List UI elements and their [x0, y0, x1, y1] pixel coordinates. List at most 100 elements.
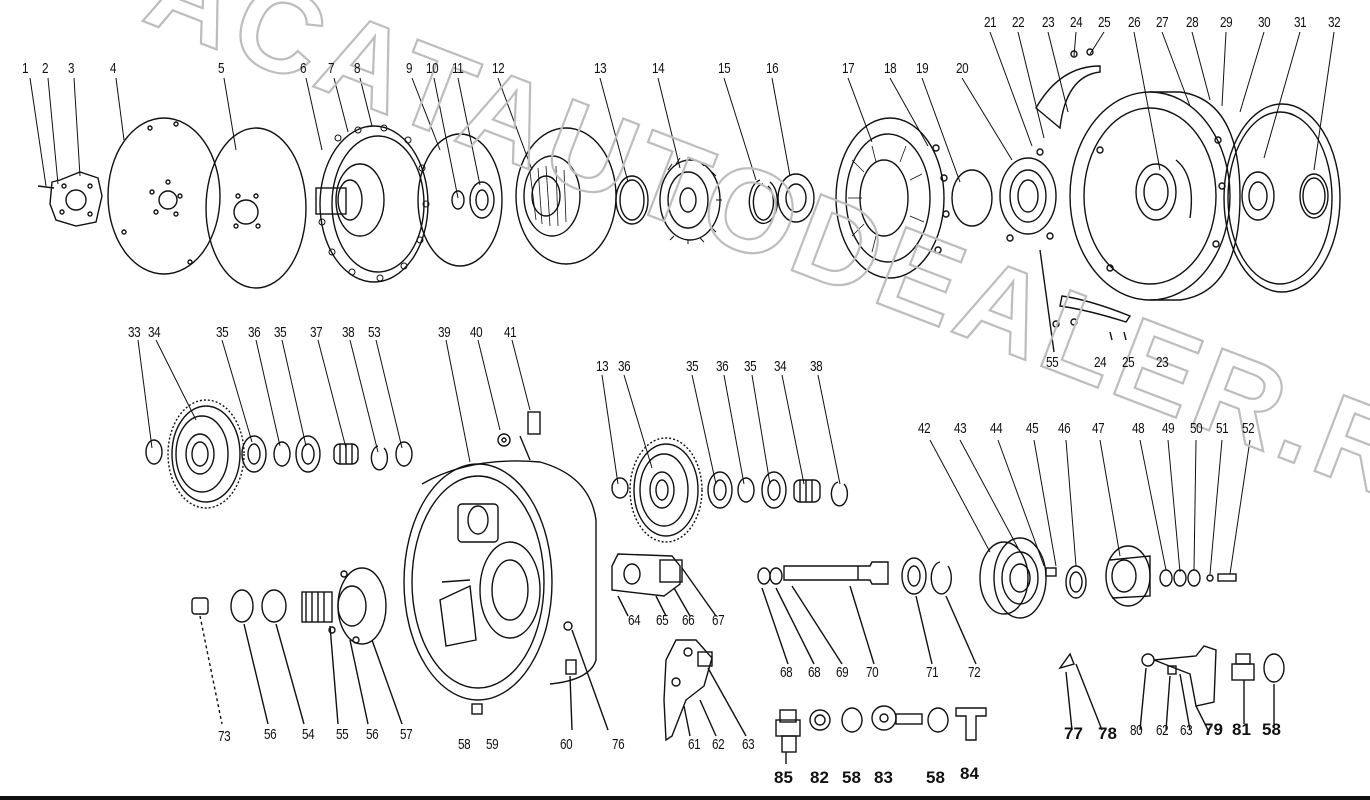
part-fittings-82-85	[775, 705, 987, 764]
callout-label-c1: 1	[22, 60, 29, 77]
part-misc-77-81	[1058, 645, 1285, 731]
part-flange-42-47	[979, 537, 1237, 619]
callout-label-c68b: 68	[808, 664, 821, 681]
callout-label-c65: 65	[656, 612, 669, 629]
callout-label-c85: 85	[774, 768, 793, 787]
callout-label-c19: 19	[916, 60, 929, 77]
callout-label-c24b: 24	[1094, 354, 1107, 371]
callout-label-c67: 67	[712, 612, 725, 629]
callout-label-c9: 9	[406, 60, 413, 77]
callout-label-c63b: 63	[1180, 722, 1193, 739]
callout-label-c84: 84	[960, 764, 979, 783]
callout-label-c59: 59	[486, 736, 499, 753]
callout-label-c18: 18	[884, 60, 897, 77]
callout-label-c36: 36	[248, 324, 261, 341]
callout-label-c66: 66	[682, 612, 695, 629]
callout-label-c29: 29	[1220, 14, 1233, 31]
callout-label-c70: 70	[866, 664, 879, 681]
callout-label-c5: 5	[218, 60, 225, 77]
callout-label-c77: 77	[1064, 724, 1083, 743]
callout-label-c35c: 35	[686, 358, 699, 375]
callout-label-c35d: 35	[744, 358, 757, 375]
callout-label-c56b: 56	[366, 726, 379, 743]
callout-label-c82: 82	[810, 768, 829, 787]
callout-label-c58: 58	[458, 736, 471, 753]
callout-label-c63: 63	[742, 736, 755, 753]
callout-label-c55b: 55	[336, 726, 349, 743]
callout-label-c61: 61	[688, 736, 701, 753]
part-pin-73	[191, 597, 223, 725]
part-bearings-35-38	[241, 435, 413, 473]
watermark-text: ACATAUTODEALER.RU	[131, 0, 1370, 558]
callout-label-c51: 51	[1216, 420, 1229, 437]
part-o-ring-19	[951, 169, 993, 227]
bottom-rule	[0, 796, 1370, 800]
part-circlip-15	[748, 179, 779, 225]
callout-label-c58b: 58	[1262, 720, 1281, 739]
callout-label-c46: 46	[1058, 420, 1071, 437]
callout-label-c83: 83	[874, 768, 893, 787]
watermark: ACATAUTODEALER.RU	[130, 0, 1370, 559]
callout-label-c39: 39	[438, 324, 451, 341]
leader-lines-top	[29, 31, 1335, 199]
part-housing-39	[403, 411, 597, 701]
part-gear-34	[145, 399, 245, 509]
callout-label-c40: 40	[470, 324, 483, 341]
callout-label-c44: 44	[990, 420, 1003, 437]
callout-label-c23b: 23	[1156, 354, 1169, 371]
callout-label-c34b: 34	[774, 358, 787, 375]
callout-label-c25: 25	[1098, 14, 1111, 31]
part-valve-61-63	[663, 639, 747, 742]
callout-label-c37: 37	[310, 324, 323, 341]
callout-label-c35b: 35	[274, 324, 287, 341]
callout-label-c80: 80	[1130, 722, 1143, 739]
callout-label-c60: 60	[560, 736, 573, 753]
callout-label-c26: 26	[1128, 14, 1141, 31]
callout-label-c22: 22	[1012, 14, 1025, 31]
callout-label-c56: 56	[264, 726, 277, 743]
callout-label-c76: 76	[612, 736, 625, 753]
callout-label-c43: 43	[954, 420, 967, 437]
callout-label-c3: 3	[68, 60, 75, 77]
callout-label-c62b: 62	[1156, 722, 1169, 739]
callout-label-c55: 55	[1046, 354, 1059, 371]
callout-label-c2: 2	[42, 60, 49, 77]
callout-label-c45: 45	[1026, 420, 1039, 437]
part-housing-26-29	[1069, 91, 1241, 301]
callout-label-c79: 79	[1204, 720, 1223, 739]
part-shaft-68-72	[757, 557, 977, 665]
callout-label-c36c: 36	[716, 358, 729, 375]
leader-lines-mid-left	[137, 339, 531, 463]
part-guard-bottom-23	[1039, 249, 1132, 353]
part-ring-32	[1299, 173, 1329, 219]
callout-label-c11: 11	[452, 60, 464, 77]
callout-label-c20: 20	[956, 60, 969, 77]
callout-label-c50: 50	[1190, 420, 1203, 437]
callout-label-c27: 27	[1156, 14, 1169, 31]
callout-label-c68: 68	[780, 664, 793, 681]
callout-label-c42: 42	[918, 420, 931, 437]
callout-label-c48: 48	[1132, 420, 1145, 437]
callout-label-c53: 53	[368, 324, 381, 341]
callout-label-c81: 81	[1232, 720, 1251, 739]
callout-label-c69: 69	[836, 664, 849, 681]
callout-label-c16: 16	[766, 60, 779, 77]
callout-label-c34: 34	[148, 324, 161, 341]
callout-label-c28: 28	[1186, 14, 1199, 31]
callout-label-c78: 78	[1098, 724, 1117, 743]
callout-label-c58c: 58	[842, 768, 861, 787]
part-gear-34b	[611, 437, 849, 543]
part-rings-54-56	[230, 589, 305, 725]
part-gasket-30	[1223, 103, 1341, 293]
leader-lines-mid-right	[929, 439, 1251, 575]
callout-label-c6: 6	[300, 60, 307, 77]
callout-label-c41: 41	[504, 324, 517, 341]
callout-label-c8: 8	[354, 60, 361, 77]
callout-label-c10: 10	[426, 60, 439, 77]
callout-label-c58d: 58	[926, 768, 945, 787]
callout-label-c64: 64	[628, 612, 641, 629]
part-flange-shaft-55-57	[301, 567, 403, 725]
callout-label-c54: 54	[302, 726, 315, 743]
callout-label-c49: 49	[1162, 420, 1175, 437]
